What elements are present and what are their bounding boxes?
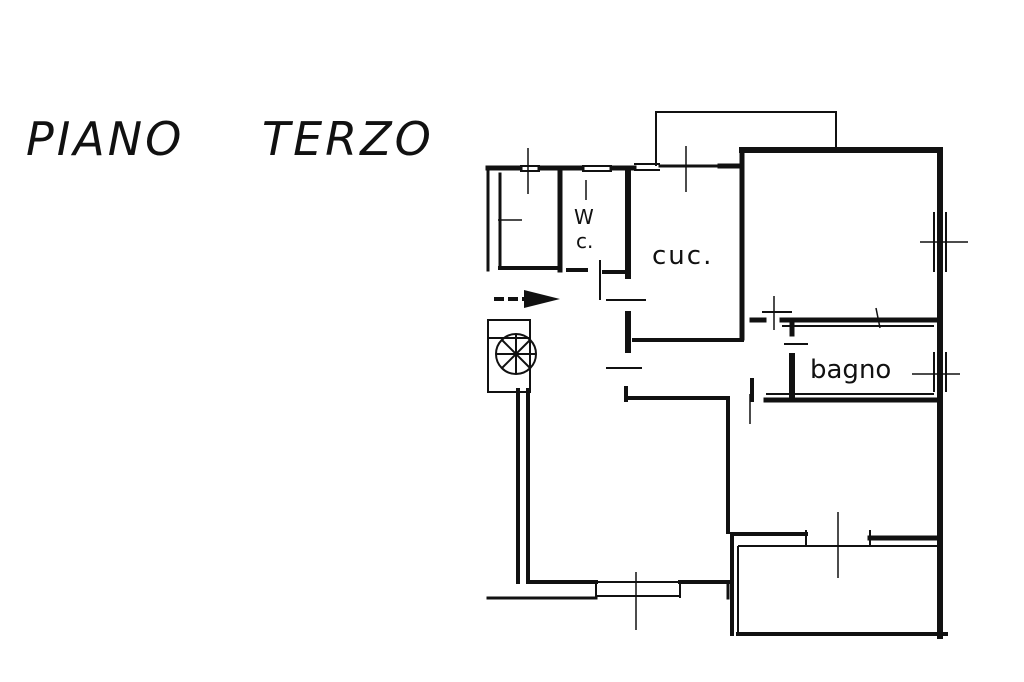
walls-thick xyxy=(485,147,948,639)
room-label-kitchen: cuc. xyxy=(652,241,713,271)
entry-arrow xyxy=(494,290,560,308)
room-label-bathroom: bagno xyxy=(810,355,891,385)
floor-title-word-1: PIANO xyxy=(26,112,185,166)
axis-tick-marks xyxy=(498,146,968,630)
floor-title-word-2: TERZO xyxy=(262,112,434,166)
room-label-wc-line1: W xyxy=(574,205,594,229)
spiral-stair-icon xyxy=(495,333,537,375)
room-label-wc-line2: c. xyxy=(576,229,593,253)
